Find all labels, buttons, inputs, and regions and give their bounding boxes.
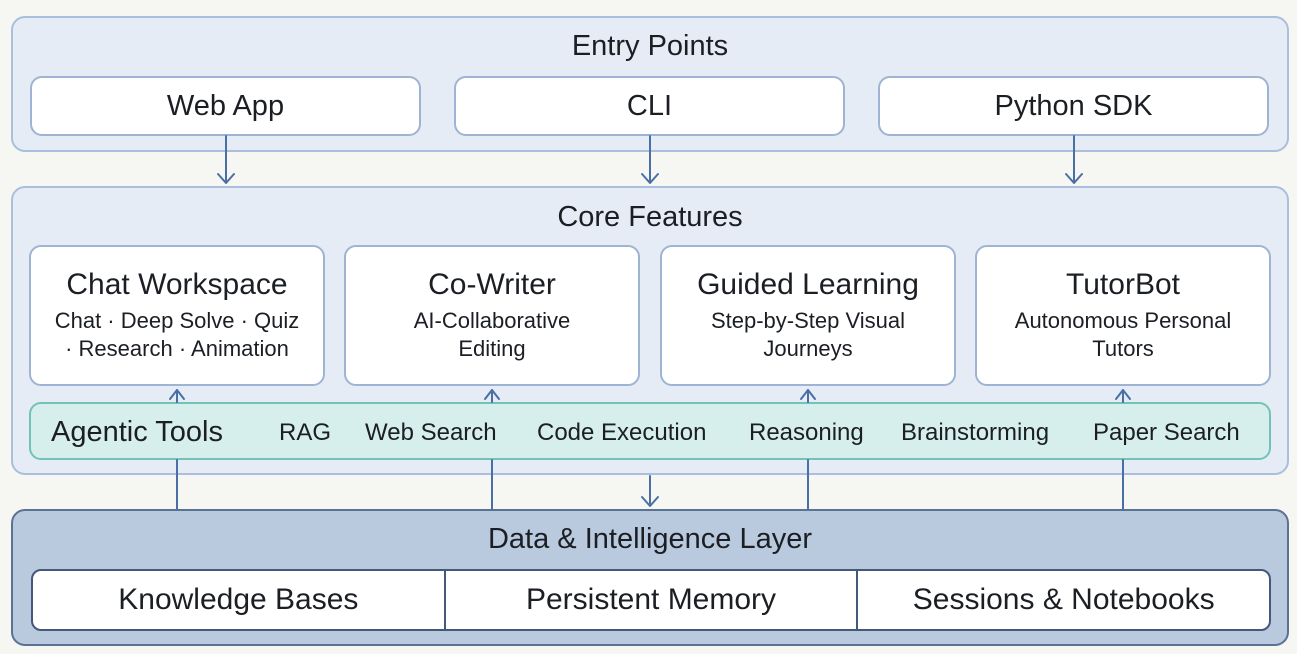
- feature-desc-line: Editing: [458, 336, 526, 361]
- feature-desc: Autonomous Personal Tutors: [977, 307, 1269, 363]
- agentic-tools-bar: Agentic Tools RAG Web Search Code Execut…: [29, 402, 1271, 460]
- entry-cli: CLI: [454, 76, 845, 136]
- data-intelligence-title: Data & Intelligence Layer: [487, 523, 813, 555]
- feature-desc-line: · Research · Animation: [65, 336, 289, 361]
- tool-paper-search: Paper Search: [1093, 419, 1240, 446]
- feature-desc-line: Autonomous Personal: [1014, 308, 1232, 333]
- feature-desc: AI-Collaborative Editing: [346, 307, 638, 363]
- feature-desc: Step-by-Step Visual Journeys: [662, 307, 954, 363]
- tool-rag: RAG: [279, 419, 332, 446]
- tool-reasoning: Reasoning: [749, 419, 864, 446]
- feature-title: Co-Writer: [428, 268, 556, 301]
- feature-desc-line: Journeys: [763, 336, 853, 361]
- data-sessions-notebooks: Sessions & Notebooks: [856, 571, 1269, 629]
- arrow-python-sdk-head: [1065, 173, 1083, 184]
- data-persistent-memory: Persistent Memory: [443, 571, 857, 629]
- data-stores-row: Knowledge Bases Persistent Memory Sessio…: [31, 569, 1271, 631]
- feature-desc-line: Tutors: [1092, 336, 1154, 361]
- arrow-web-app-head: [217, 173, 235, 184]
- tool-code-execution: Code Execution: [537, 419, 707, 446]
- feature-title: Chat Workspace: [66, 268, 288, 301]
- arrow-core-data-head: [641, 496, 659, 507]
- core-features-title: Core Features: [557, 201, 743, 233]
- data-intelligence-panel: Data & Intelligence Layer Knowledge Base…: [11, 509, 1289, 646]
- feature-desc-line: Step-by-Step Visual: [710, 308, 906, 333]
- entry-web-app: Web App: [30, 76, 421, 136]
- feature-guided-learning: Guided Learning Step-by-Step Visual Jour…: [660, 245, 956, 386]
- feature-desc-line: Chat · Deep Solve · Quiz: [54, 308, 300, 333]
- arrow-cli-head: [641, 173, 659, 184]
- tool-web-search: Web Search: [365, 419, 497, 446]
- feature-title: Guided Learning: [697, 268, 919, 301]
- tool-brainstorming: Brainstorming: [901, 419, 1050, 446]
- feature-tutorbot: TutorBot Autonomous Personal Tutors: [975, 245, 1271, 386]
- feature-desc-line: AI-Collaborative: [413, 308, 571, 333]
- feature-co-writer: Co-Writer AI-Collaborative Editing: [344, 245, 640, 386]
- entry-python-sdk: Python SDK: [878, 76, 1269, 136]
- entry-points-title: Entry Points: [571, 30, 729, 62]
- feature-desc: Chat · Deep Solve · Quiz · Research · An…: [31, 307, 323, 363]
- agentic-tools-label: Agentic Tools: [51, 416, 223, 448]
- feature-chat-workspace: Chat Workspace Chat · Deep Solve · Quiz …: [29, 245, 325, 386]
- data-knowledge-bases: Knowledge Bases: [118, 583, 359, 616]
- feature-title: TutorBot: [1066, 268, 1180, 301]
